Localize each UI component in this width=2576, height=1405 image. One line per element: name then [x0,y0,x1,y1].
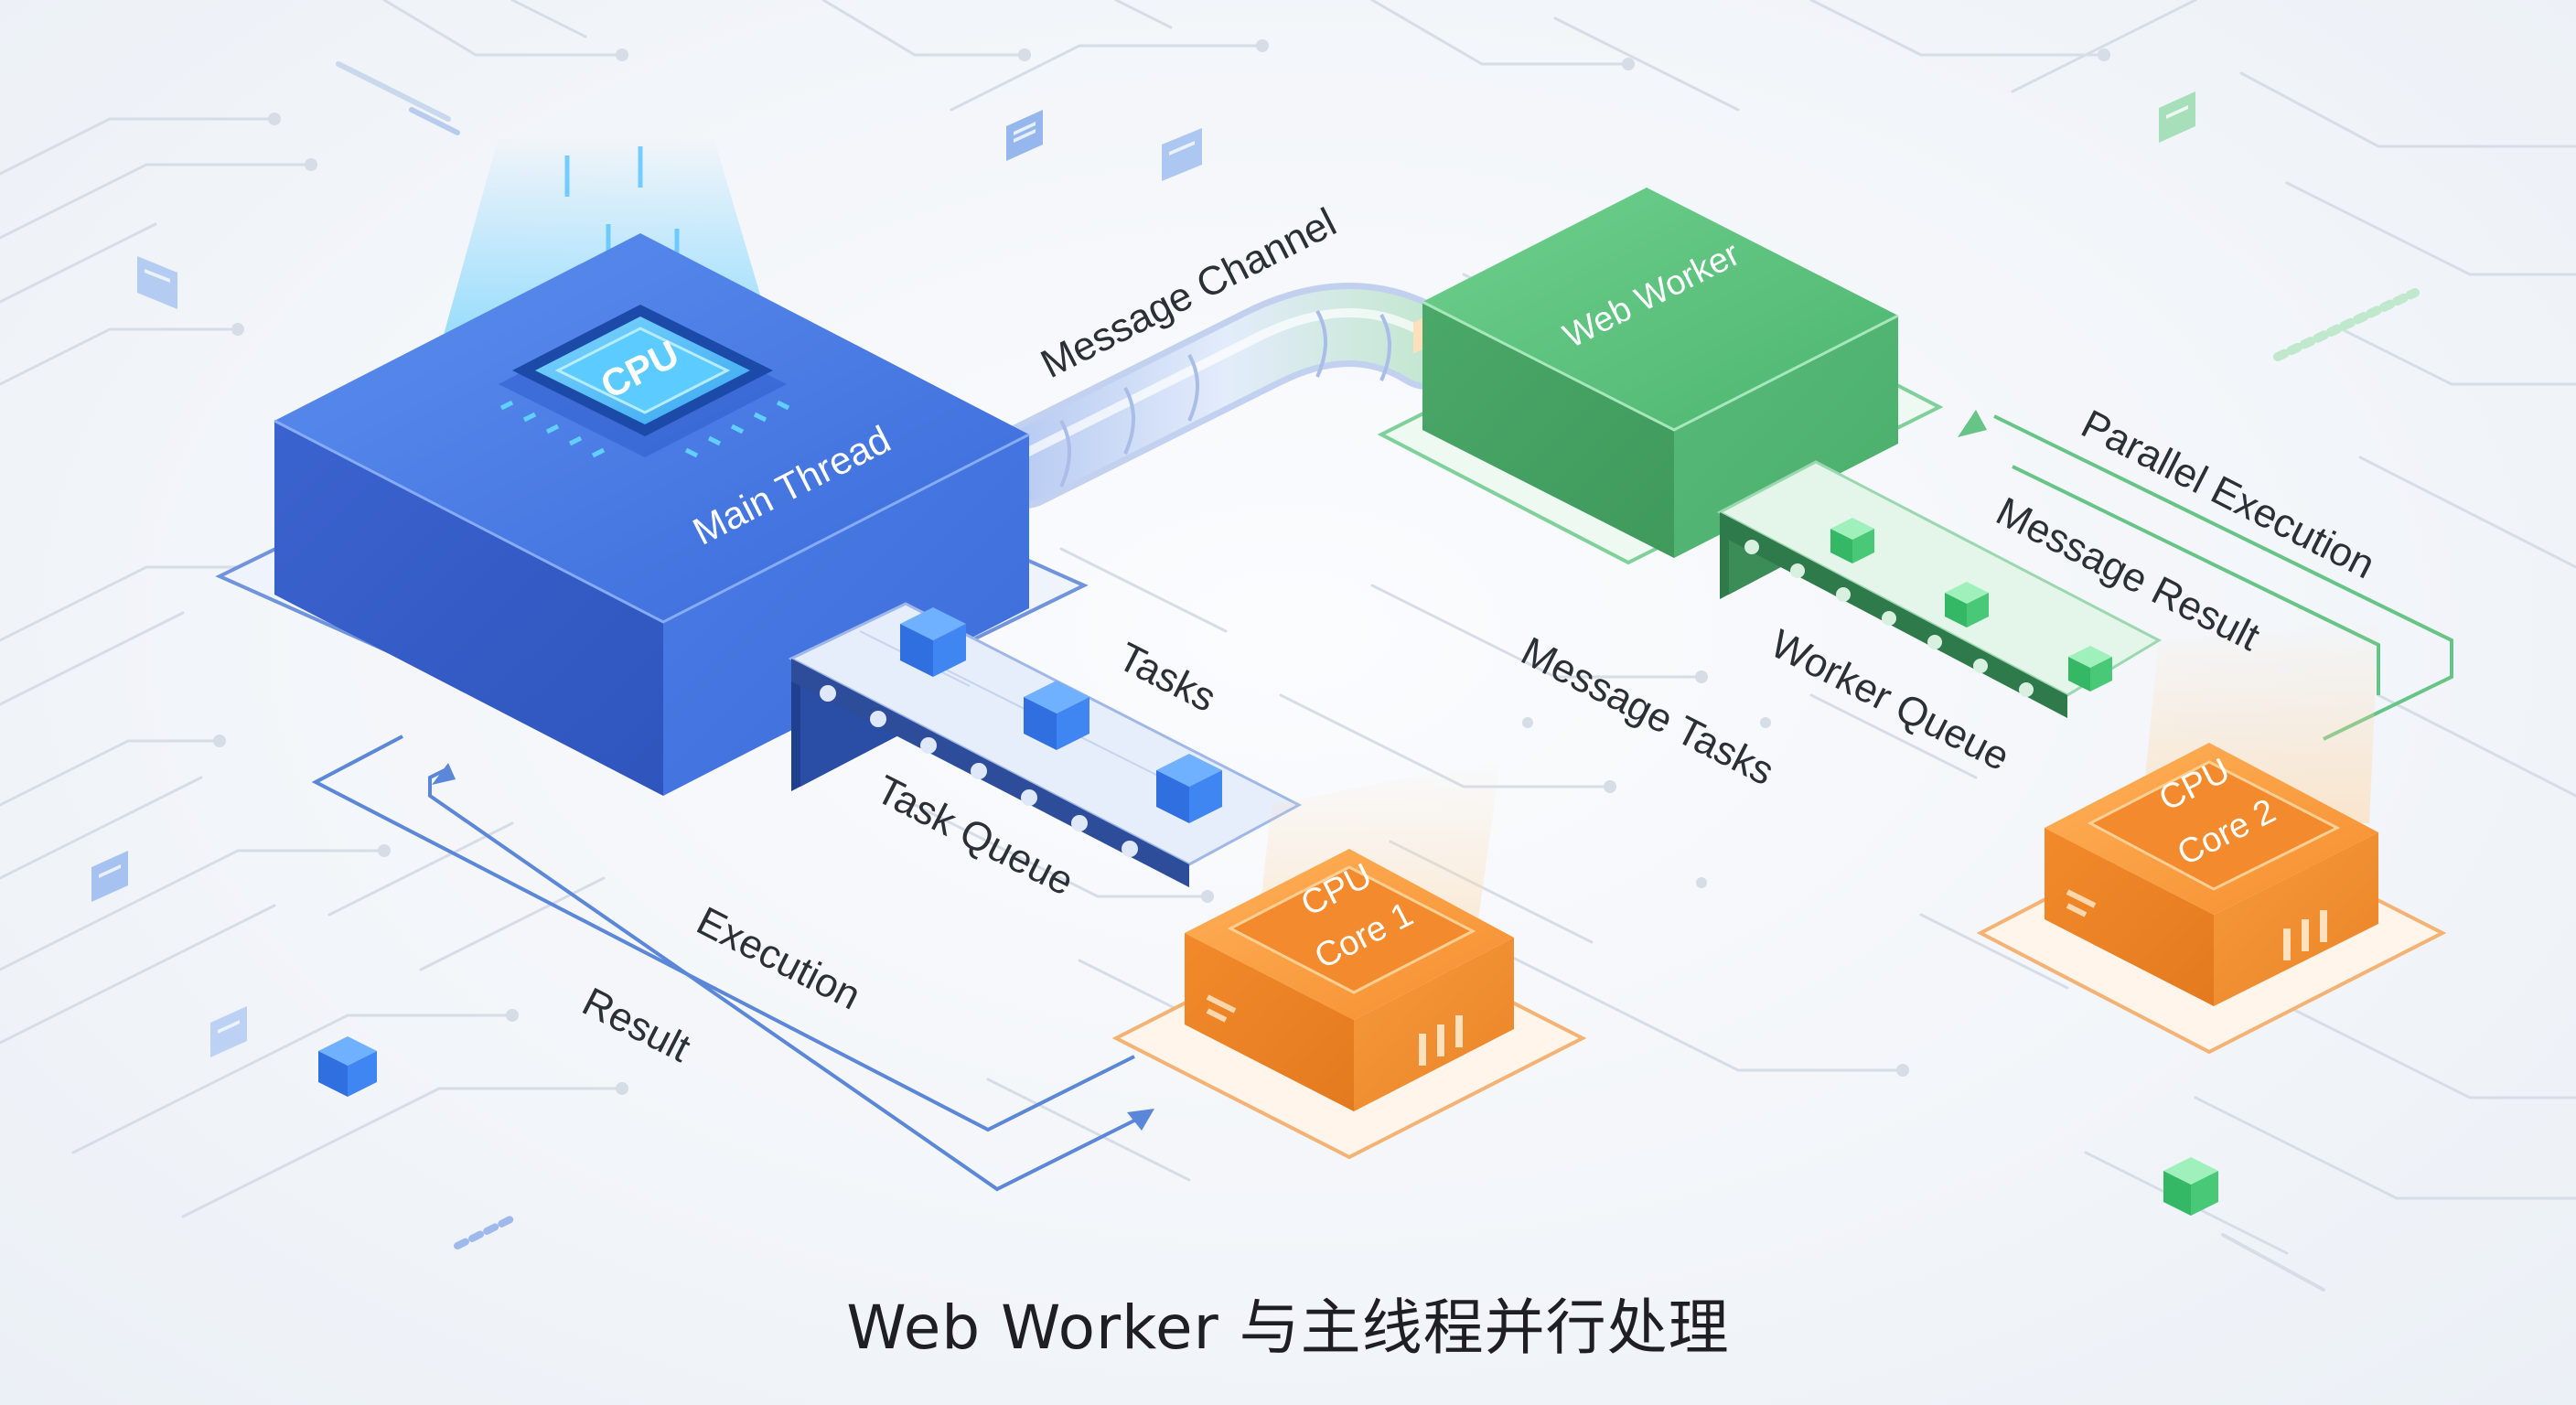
parallel-execution-arrow [1958,410,2453,741]
result-arrow [428,763,1154,1192]
task-cube-icon [318,607,1222,1097]
diagram-caption: Web Worker 与主线程并行处理 [846,1292,1730,1363]
label-tasks: Tasks [1111,634,1222,721]
arrow-head-icon [1958,410,1987,437]
document-card-icon [91,91,2195,1057]
execution-arrow [311,735,1135,1132]
label-execution: Execution [690,898,867,1018]
label-message-tasks: Message Tasks [1514,628,1781,794]
web-worker-box [1422,188,1899,599]
message-result-arrow [2012,465,2380,695]
task-cube-icon [1830,518,2218,1216]
label-result: Result [575,980,697,1071]
message-channel-pipe [982,283,1469,509]
cpu-chip-icon: CPU [499,305,790,458]
dash-decorations [336,61,2420,1292]
core1-box [1185,317,1514,1111]
arrow-head-icon [432,763,456,785]
arrow-head-icon [1127,1109,1154,1131]
core2-box [2045,743,2378,1006]
